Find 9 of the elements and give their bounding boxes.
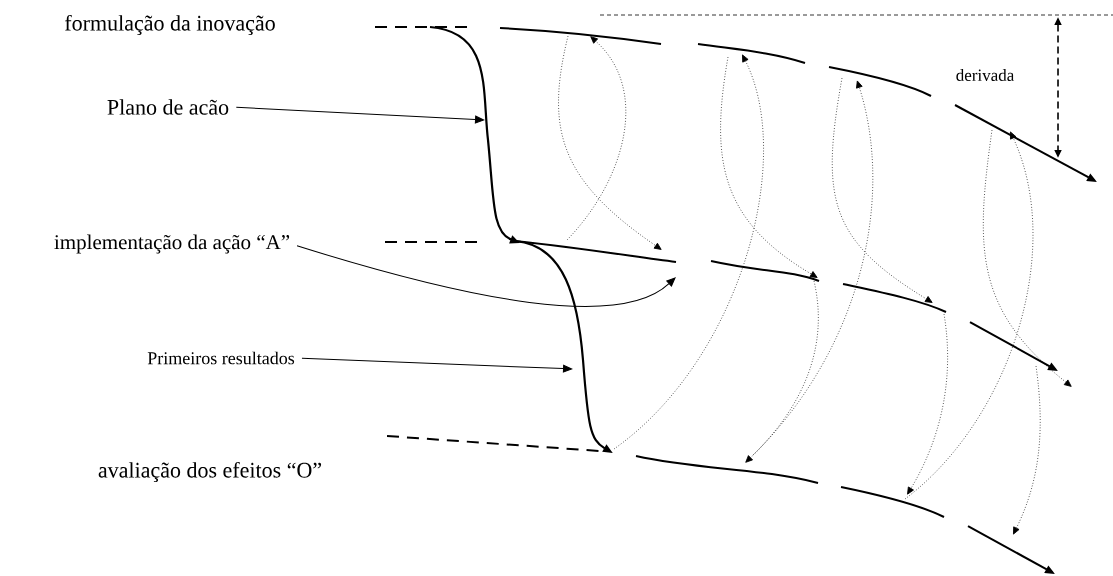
- label-text: implementação da ação “A”: [54, 234, 290, 254]
- leader-line: [301, 357, 573, 373]
- label-text: formulação da inovação: [65, 14, 275, 36]
- label-text: Primeiros resultados: [147, 351, 295, 365]
- label-text: avaliação dos efeitos “O”: [98, 461, 322, 483]
- leader-line: [235, 106, 485, 124]
- label-text: derivada: [956, 69, 1015, 81]
- label-text: Plano de acão: [107, 99, 229, 115]
- leader-line: [296, 245, 676, 307]
